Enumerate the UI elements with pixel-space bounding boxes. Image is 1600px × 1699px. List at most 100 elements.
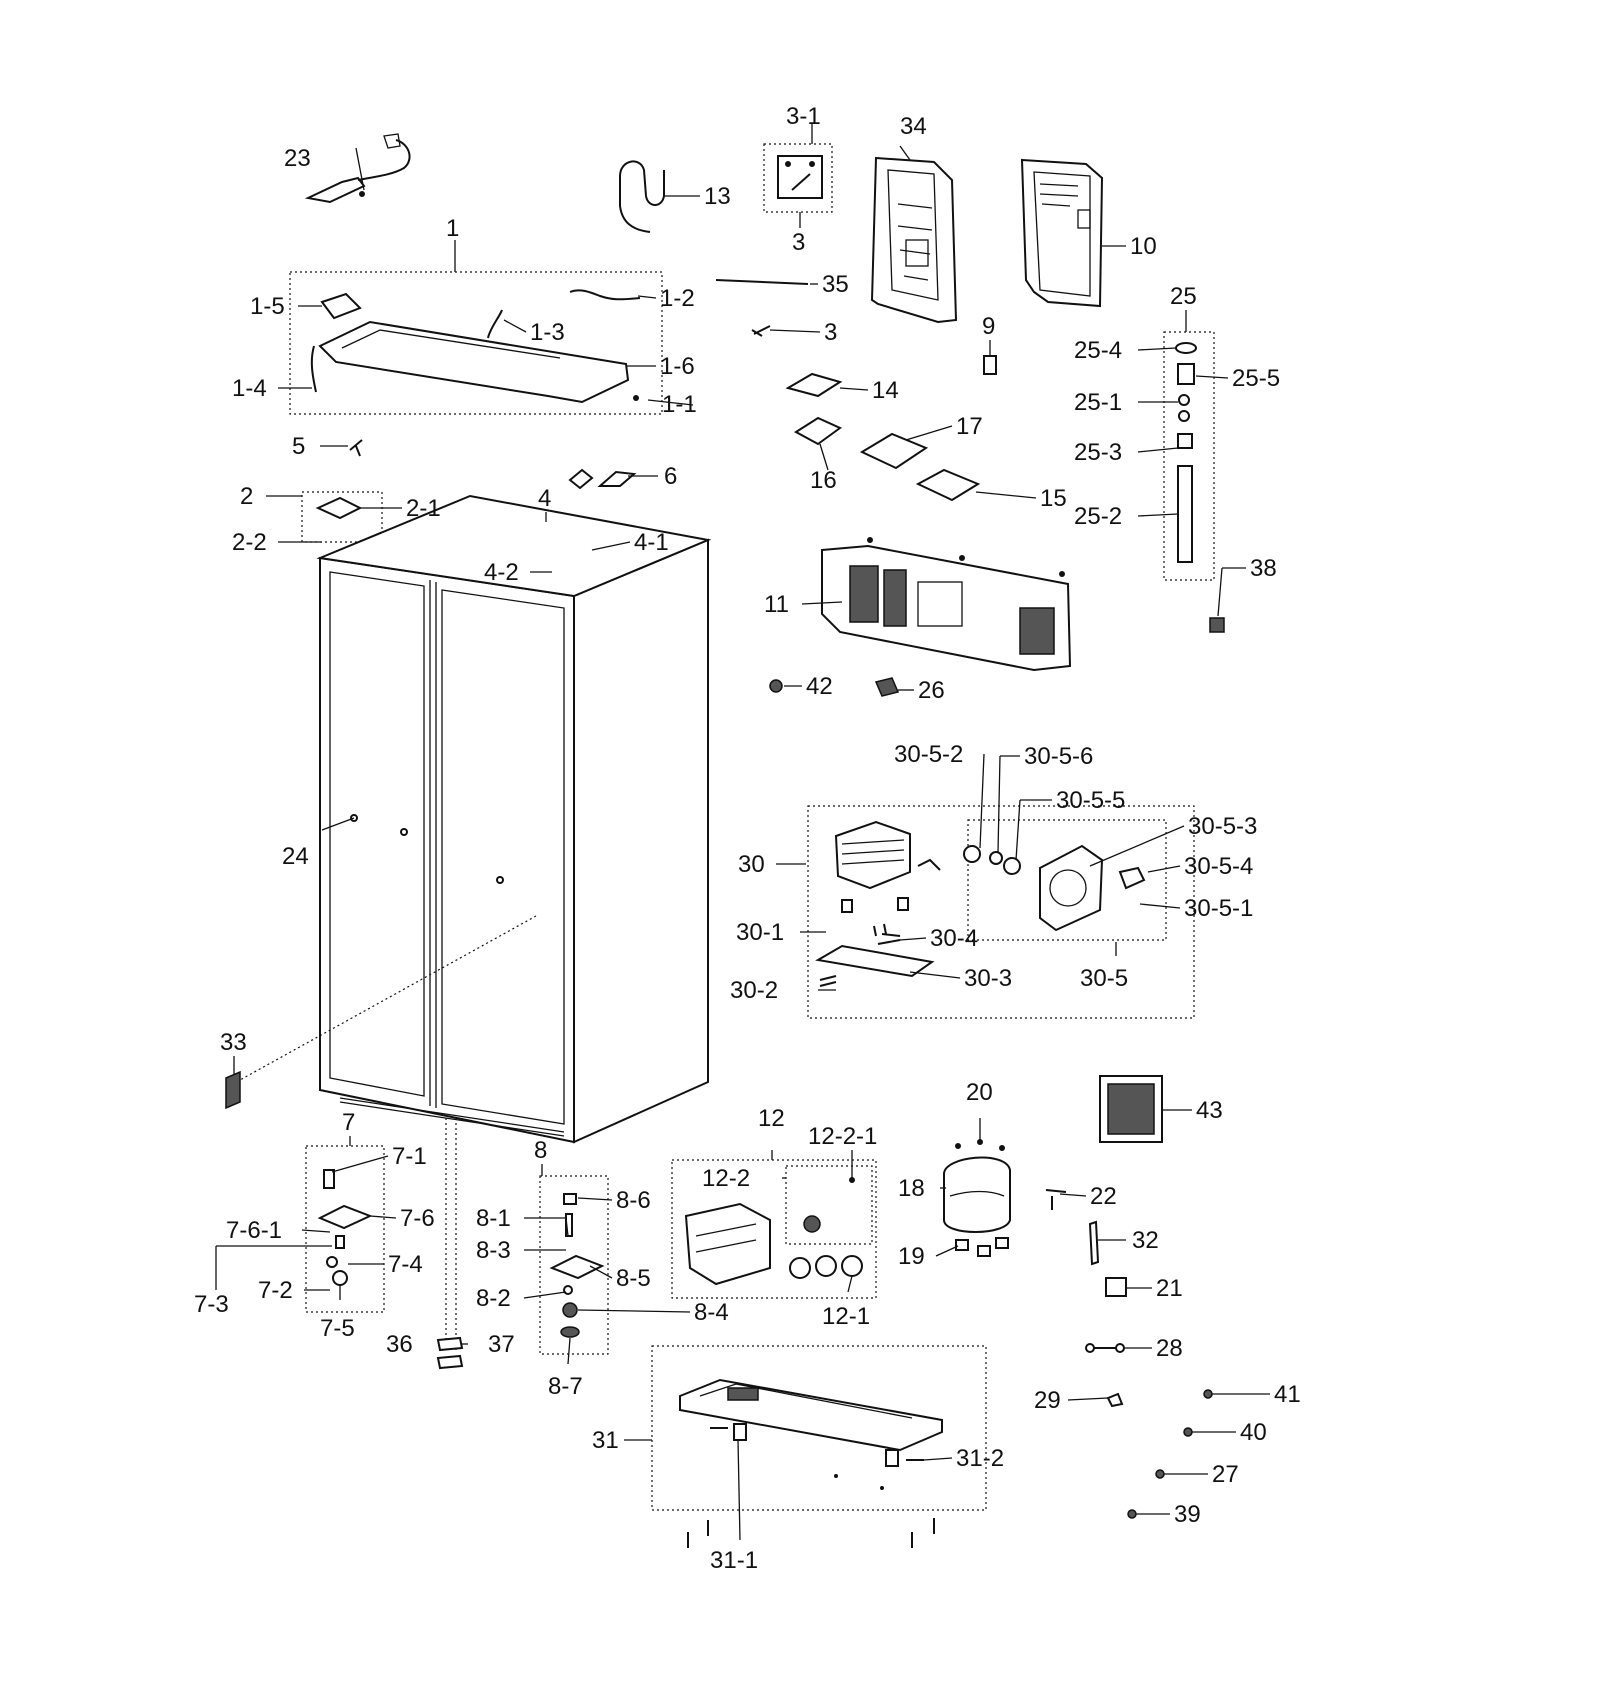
label-14: 14: [872, 377, 899, 404]
part-40-drawing: [1183, 1427, 1193, 1437]
label-7-4: 7-4: [388, 1251, 423, 1278]
leader-lines: [215, 124, 1270, 1541]
part-41-drawing: [1203, 1389, 1213, 1399]
part-39-drawing: [1127, 1509, 1137, 1519]
compressor-18-drawing: [943, 1139, 1011, 1257]
filter-25-drawing: [1175, 342, 1197, 563]
part-9-drawing: [983, 355, 997, 375]
label-12-2-1: 12-2-1: [808, 1123, 877, 1150]
part-3-drawing: [777, 155, 823, 199]
label-10: 10: [1130, 233, 1157, 260]
label-7-5: 7-5: [320, 1315, 355, 1342]
label-11: 11: [764, 591, 789, 618]
part-16-drawing: [794, 416, 842, 446]
label-25-5: 25-5: [1232, 365, 1280, 392]
label-4-2: 4-2: [484, 559, 519, 586]
label-30-5-5: 30-5-5: [1056, 787, 1125, 814]
label-30-5: 30-5: [1080, 965, 1128, 992]
label-25: 25: [1170, 283, 1197, 310]
tube-drawing: [619, 160, 665, 233]
label-2-2: 2-2: [232, 529, 267, 556]
label-30-4: 30-4: [930, 925, 978, 952]
part-15-drawing: [915, 468, 981, 502]
group-box-25: [1163, 331, 1215, 581]
label-1-6: 1-6: [660, 353, 695, 380]
label-8-5: 8-5: [616, 1265, 651, 1292]
hinge-7-drawing: [317, 1169, 373, 1286]
part-17-drawing: [859, 432, 929, 470]
group-box-31: [651, 1345, 987, 1511]
label-30-5-3: 30-5-3: [1188, 813, 1257, 840]
part-27-drawing: [1155, 1469, 1165, 1479]
label-1: 1: [446, 215, 459, 242]
panel-11-drawing: [821, 537, 1072, 672]
label-16: 16: [810, 467, 837, 494]
part-29-drawing: [1106, 1392, 1124, 1408]
label-25-4: 25-4: [1074, 337, 1122, 364]
label-22: 22: [1090, 1183, 1117, 1210]
label-21: 21: [1156, 1275, 1183, 1302]
top-bracket-drawing: [310, 289, 641, 404]
label-25-3: 25-3: [1074, 439, 1122, 466]
group-box-2: [301, 491, 383, 543]
label-8: 8: [534, 1137, 547, 1164]
label-38: 38: [1250, 555, 1277, 582]
label-31-1: 31-1: [710, 1547, 758, 1574]
group-box-30-5: [967, 819, 1167, 941]
label-8-1: 8-1: [476, 1205, 511, 1232]
label-43: 43: [1196, 1097, 1223, 1124]
cabinet-drawing: [239, 494, 712, 1350]
label-28: 28: [1156, 1335, 1183, 1362]
label-1-2: 1-2: [660, 285, 695, 312]
label-15: 15: [1040, 485, 1067, 512]
label-12-2: 12-2: [702, 1165, 750, 1192]
label-36: 36: [386, 1331, 413, 1358]
part-32-drawing: [1088, 1220, 1100, 1266]
part-21-drawing: [1105, 1277, 1127, 1297]
label-30-2: 30-2: [730, 977, 778, 1004]
label-2-1: 2-1: [406, 495, 441, 522]
hinge-8-drawing: [549, 1193, 605, 1338]
group-box-30: [807, 805, 1195, 1019]
group-boxes: [289, 143, 1215, 1511]
label-23: 23: [284, 145, 311, 172]
label-9: 9: [982, 313, 995, 340]
label-20: 20: [966, 1079, 993, 1106]
part-6-drawing: [568, 468, 637, 490]
label-5: 5: [292, 433, 305, 460]
power-cord-drawing: [304, 133, 411, 204]
label-8-4: 8-4: [694, 1299, 729, 1326]
label-30-5-1: 30-5-1: [1184, 895, 1253, 922]
part-drawings: [225, 133, 1225, 1548]
label-12-1: 12-1: [822, 1303, 870, 1330]
group-box-12: [671, 1159, 877, 1299]
label-42: 42: [806, 673, 833, 700]
part-33-drawing: [225, 1070, 241, 1110]
label-41: 41: [1274, 1381, 1301, 1408]
label-8-6: 8-6: [616, 1187, 651, 1214]
label-29: 29: [1034, 1387, 1061, 1414]
label-30: 30: [738, 851, 765, 878]
label-13: 13: [704, 183, 731, 210]
label-6: 6: [664, 463, 677, 490]
part-42-drawing: [769, 679, 783, 693]
label-30-1: 30-1: [736, 919, 784, 946]
label-7-3: 7-3: [194, 1291, 229, 1318]
label-25-1: 25-1: [1074, 389, 1122, 416]
fan-assembly-30-drawing: [815, 820, 1146, 987]
part-14-drawing: [785, 372, 843, 398]
label-3: 3: [792, 229, 805, 256]
label-1-3: 1-3: [530, 319, 565, 346]
label-30-5-4: 30-5-4: [1184, 853, 1253, 880]
label-7-6: 7-6: [400, 1205, 435, 1232]
label-3b: 3: [824, 319, 837, 346]
part-22-drawing: [1045, 1189, 1067, 1210]
label-8-7: 8-7: [548, 1373, 583, 1400]
label-24: 24: [282, 843, 309, 870]
label-31: 31: [592, 1427, 619, 1454]
label-2: 2: [240, 483, 253, 510]
label-7-6-1: 7-6-1: [226, 1217, 282, 1244]
label-31-2: 31-2: [956, 1445, 1004, 1472]
